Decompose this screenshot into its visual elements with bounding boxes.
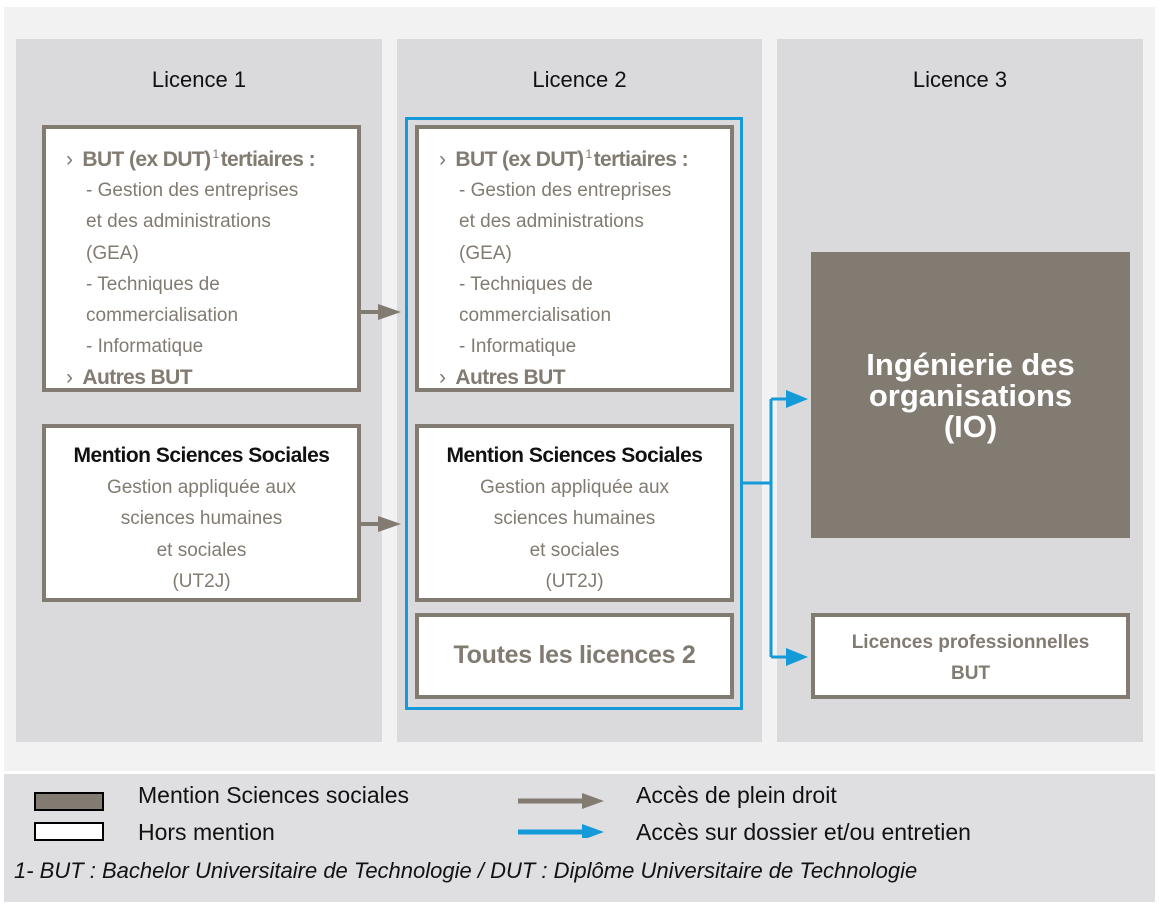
legend-dossier-label: Accès sur dossier et/ou entretien — [636, 819, 971, 845]
mention-line: Gestion appliquée aux — [479, 477, 670, 498]
legend-hors-label: Hors mention — [138, 819, 275, 845]
but-tertiaires-box-l2: › BUT (ex DUT)1tertiaires : - Gestion des… — [415, 125, 734, 392]
mention-box-l1: Mention Sciences Sociales Gestion appliq… — [42, 424, 361, 602]
chevron-right-icon: › — [439, 365, 446, 389]
but-line: - Informatique — [459, 336, 577, 358]
footnote: 1- BUT : Bachelor Universitaire de Techn… — [14, 858, 918, 883]
but-heading: › BUT (ex DUT)1tertiaires : — [439, 139, 730, 175]
mention-line: sciences humaines — [120, 508, 283, 530]
but-tertiaires-box-l1: › BUT (ex DUT)1tertiaires : - Gestion des… — [42, 125, 361, 392]
but-line: - Gestion des entreprises — [86, 180, 299, 201]
column-title: Licence 2 — [532, 67, 627, 92]
mention-line: sciences humaines — [493, 508, 656, 530]
mention-title: Mention Sciences Sociales — [73, 444, 330, 467]
lp-line: BUT — [950, 663, 991, 684]
footnote-ref: 1 — [585, 147, 593, 161]
but-line: et des administrations — [86, 211, 271, 233]
io-line: organisations — [868, 377, 1073, 413]
toutes-licences-2-box: Toutes les licences 2 — [415, 613, 734, 699]
full-access-arrow — [361, 516, 401, 532]
application-arrow — [743, 397, 790, 659]
application-arrow-head — [786, 648, 808, 666]
legend-arrows — [518, 793, 604, 838]
lp-line: Licences professionnelles — [851, 632, 1090, 653]
legend-swatch-hors — [34, 822, 104, 841]
column-title: Licence 3 — [912, 67, 1008, 92]
application-group-frame — [405, 117, 743, 710]
mention-line: Gestion appliquée aux — [106, 477, 297, 498]
mention-line: (UT2J) — [172, 570, 231, 592]
mention-box-l2: Mention Sciences Sociales Gestion appliq… — [415, 424, 734, 602]
mention-line: et sociales — [529, 539, 620, 561]
chevron-right-icon: › — [439, 148, 446, 171]
toutes-licences-2-text: Toutes les licences 2 — [453, 641, 696, 669]
legend-mention-label: Mention Sciences sociales — [138, 782, 410, 808]
ingenierie-organisations-box: Ingénierie des organisations (IO) — [811, 252, 1130, 538]
chevron-right-icon: › — [66, 148, 73, 171]
io-line: (IO) — [943, 408, 998, 444]
but-line: (GEA) — [86, 242, 139, 264]
legend-plein-droit-label: Accès de plein droit — [636, 782, 837, 808]
chevron-right-icon: › — [66, 365, 73, 389]
but-line: - Gestion des entreprises — [459, 180, 672, 201]
legend-full-access-arrow — [518, 793, 604, 809]
autres-but: › Autres BUT — [439, 363, 730, 393]
mention-title: Mention Sciences Sociales — [446, 444, 703, 467]
but-line: et des administrations — [459, 211, 644, 233]
but-line: - Techniques de — [86, 273, 220, 295]
but-line: - Techniques de — [459, 273, 593, 295]
but-heading-suffix: tertiaires : — [593, 148, 689, 171]
mention-line: (UT2J) — [545, 570, 604, 592]
full-access-arrow — [361, 304, 401, 320]
application-arrow-head — [786, 390, 808, 408]
legend-application-arrow — [518, 824, 604, 838]
column-title: Licence 1 — [151, 67, 247, 92]
legend: Mention Sciences sociales Hors mention A… — [4, 774, 1155, 902]
but-line: - Informatique — [86, 336, 204, 358]
but-heading-text: BUT (ex DUT) — [82, 148, 211, 171]
footnote-ref: 1 — [212, 147, 220, 161]
but-heading: › BUT (ex DUT)1tertiaires : — [66, 139, 357, 175]
but-line: (GEA) — [459, 242, 512, 264]
but-line: commercialisation — [86, 305, 239, 327]
legend-swatch-mention — [34, 792, 104, 811]
but-line: commercialisation — [459, 305, 612, 327]
autres-but-text: Autres BUT — [455, 365, 565, 389]
but-heading-text: BUT (ex DUT) — [455, 148, 584, 171]
but-heading-suffix: tertiaires : — [220, 148, 316, 171]
autres-but: › Autres BUT — [66, 363, 357, 393]
io-line: Ingénierie des — [866, 346, 1075, 382]
licences-pro-box: Licences professionnelles BUT — [811, 613, 1130, 699]
mention-line: et sociales — [156, 539, 247, 561]
autres-but-text: Autres BUT — [82, 365, 192, 389]
